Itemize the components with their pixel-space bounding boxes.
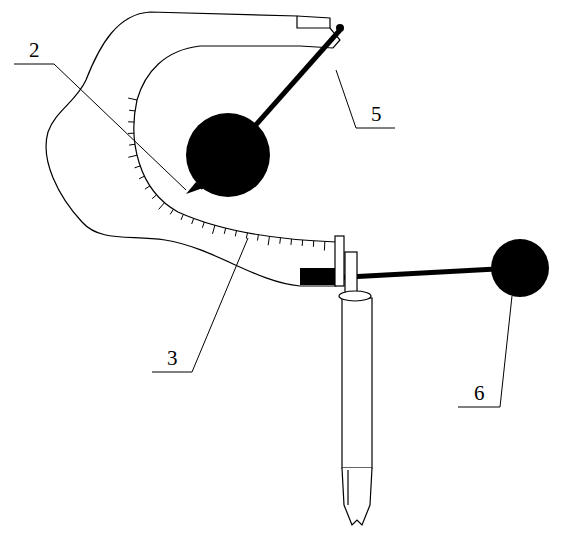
scale-tick	[129, 144, 135, 146]
scale-tick	[324, 242, 325, 251]
scale-tick	[246, 233, 247, 239]
callout-number: 6	[474, 383, 485, 404]
leader-lines	[14, 64, 512, 407]
pivot-tab	[297, 16, 330, 28]
scale-tick	[257, 235, 259, 241]
scale-arc	[134, 100, 336, 242]
callout-number: 3	[167, 348, 178, 369]
horizontal-arm	[330, 268, 515, 278]
scale-tick	[192, 218, 194, 224]
scale-tick	[170, 209, 173, 214]
scale-tick	[290, 239, 292, 245]
scale-tick	[279, 238, 281, 244]
scale-tick	[139, 176, 144, 179]
scale-tick	[313, 241, 314, 247]
scale-ticks	[128, 98, 336, 250]
scale-tick	[268, 236, 269, 245]
pendulum-ball	[186, 113, 270, 197]
scale-tick	[145, 186, 150, 189]
scale-tick	[212, 225, 214, 234]
scale-tick	[135, 166, 141, 168]
scale-tick	[202, 222, 204, 228]
callout-number: 2	[29, 40, 40, 61]
scale-tick	[224, 228, 225, 234]
scale-tick	[302, 240, 304, 246]
frame-outline	[46, 12, 340, 286]
pivot-pin	[336, 24, 344, 32]
arm-ball	[491, 239, 549, 297]
callout-number: 5	[371, 104, 382, 125]
spindle	[335, 236, 372, 525]
arm-clamp	[300, 268, 338, 285]
scale-tick	[235, 231, 236, 237]
scale-tick	[129, 110, 135, 112]
scale-tick	[128, 98, 137, 100]
scale-tick	[152, 195, 157, 199]
scale-tick	[159, 203, 165, 210]
pointer	[186, 182, 203, 194]
scale-tick	[128, 121, 134, 122]
scale-tick	[181, 214, 183, 220]
scale-tick	[128, 155, 137, 157]
scale-tick	[128, 133, 134, 134]
